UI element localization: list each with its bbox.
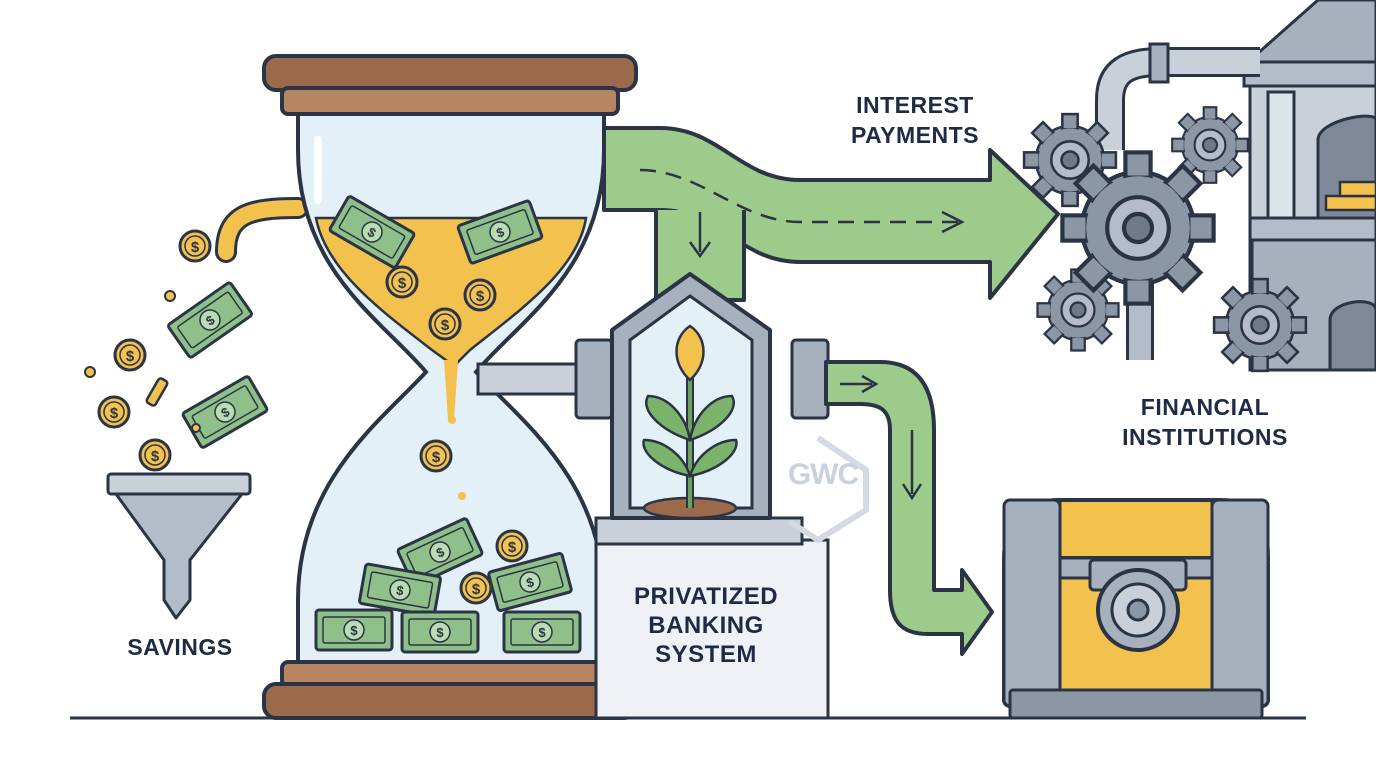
coin-icon — [178, 229, 212, 263]
label-privatized-banking-system: PRIVATIZED BANKING SYSTEM — [633, 583, 779, 668]
dollar-bill-icon — [165, 280, 255, 360]
coin-icon — [113, 338, 147, 372]
coin-icon — [138, 438, 172, 472]
dollar-bill-icon — [180, 374, 270, 450]
banking-machine — [594, 272, 830, 720]
sprout-icon — [642, 324, 738, 520]
connector-pipe — [476, 362, 590, 396]
coin-icon — [463, 278, 497, 312]
hourglass-icon — [262, 54, 638, 720]
coin-icon — [97, 395, 131, 429]
savings-arrow — [824, 360, 994, 656]
gear-icon — [1036, 268, 1120, 352]
label-financial-institutions: FINANCIAL INSTITUTIONS — [1122, 394, 1288, 450]
watermark-logo: GWC — [787, 458, 859, 491]
lock-dial-icon — [1088, 558, 1188, 652]
coin-icon — [419, 439, 453, 473]
treasure-chest-icon — [1001, 498, 1271, 720]
falling-money — [84, 229, 270, 472]
funnel-icon — [106, 472, 252, 620]
gear-icon — [1212, 277, 1308, 373]
coin-icon — [428, 307, 462, 341]
label-interest-payments: INTEREST PAYMENTS — [851, 92, 979, 148]
label-savings: SAVINGS — [127, 634, 233, 660]
coin-icon — [385, 265, 419, 299]
interest-arrow — [602, 126, 1060, 302]
gear-icon — [1062, 152, 1213, 303]
